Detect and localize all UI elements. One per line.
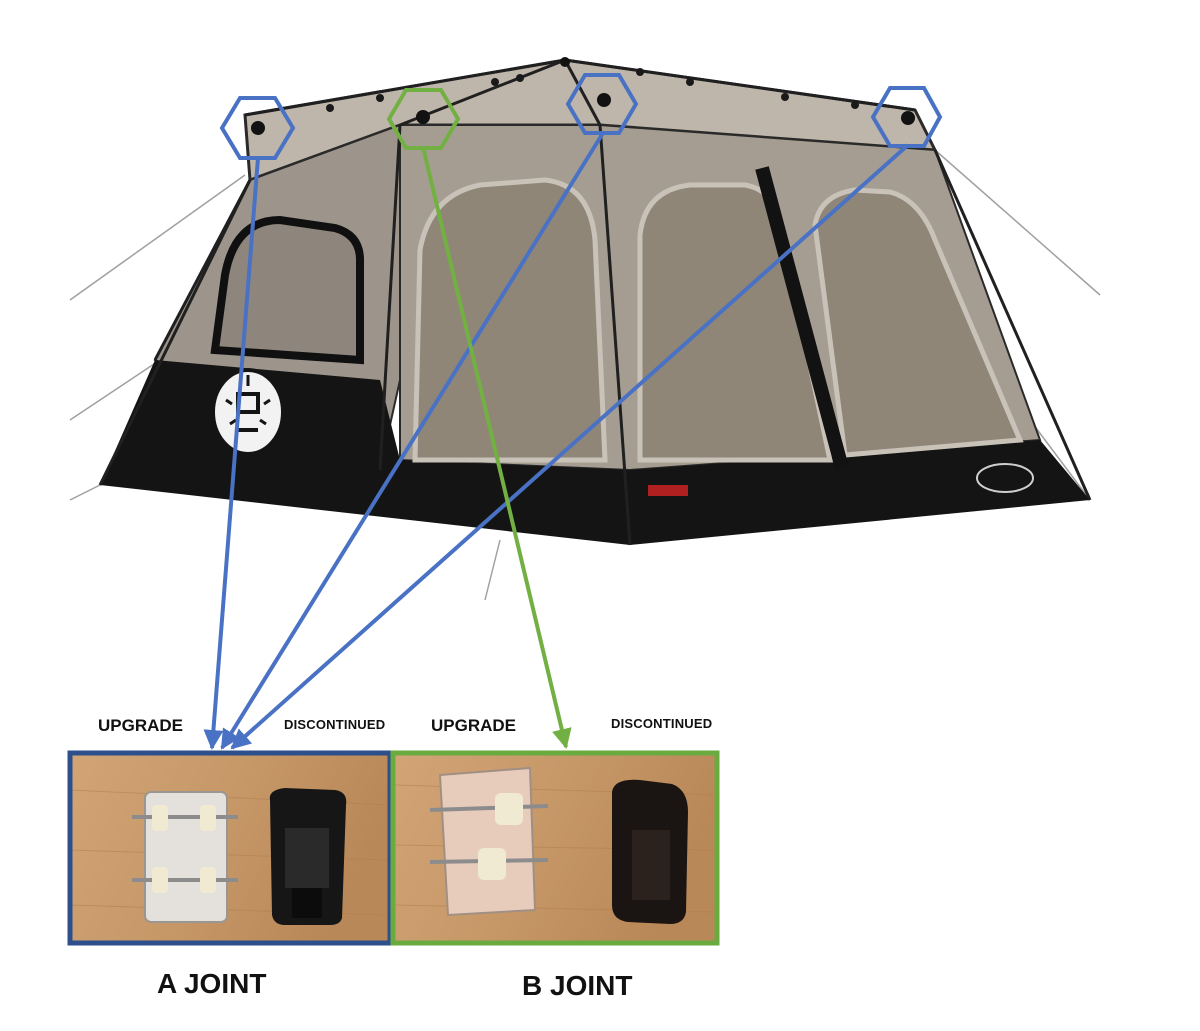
b-joint-frame — [390, 750, 720, 946]
joint-markers — [219, 73, 943, 160]
tent-frame-poles — [98, 58, 1092, 546]
a-joint-discontinued-label: DISCONTINUED — [284, 717, 386, 732]
guy-lines — [69, 149, 1101, 601]
hex-marker-a-right — [870, 86, 943, 148]
b-joint-photo — [394, 753, 718, 943]
joint-arrows — [203, 131, 910, 750]
tent-corner-hubs — [251, 57, 915, 135]
arrow-a-right — [230, 143, 910, 750]
tent-zipper-stripe — [755, 166, 849, 470]
b-joint-discontinued-part — [612, 779, 688, 924]
a-joint-discontinued-part — [269, 788, 347, 925]
tent-left-window — [210, 215, 364, 365]
arrow-a-left — [203, 157, 260, 750]
tent-illustration — [69, 57, 1101, 601]
arrow-b — [421, 146, 572, 749]
tent-window-3 — [812, 187, 1024, 458]
hex-marker-a-center — [565, 73, 639, 135]
a-joint-frame — [67, 750, 393, 946]
a-joint-photo — [69, 753, 391, 943]
b-joint-upgrade-part — [429, 766, 549, 917]
hex-marker-b — [386, 88, 461, 150]
b-joint-title: B JOINT — [522, 970, 633, 1001]
a-joint-upgrade-part — [132, 791, 238, 923]
hex-marker-a-left — [219, 96, 296, 160]
a-joint-upgrade-label: UPGRADE — [98, 716, 184, 735]
brand-logo-badge — [211, 368, 285, 456]
tent-pole-clips — [326, 68, 859, 112]
tent-window-1 — [412, 177, 608, 463]
a-joint-title: A JOINT — [157, 968, 267, 999]
tent-base-front — [400, 440, 1090, 545]
arrow-a-center — [220, 131, 605, 750]
b-joint-upgrade-label: UPGRADE — [431, 716, 517, 735]
base-badge — [976, 463, 1034, 493]
base-brand-tag — [648, 485, 688, 496]
b-joint-discontinued-label: DISCONTINUED — [611, 716, 713, 731]
